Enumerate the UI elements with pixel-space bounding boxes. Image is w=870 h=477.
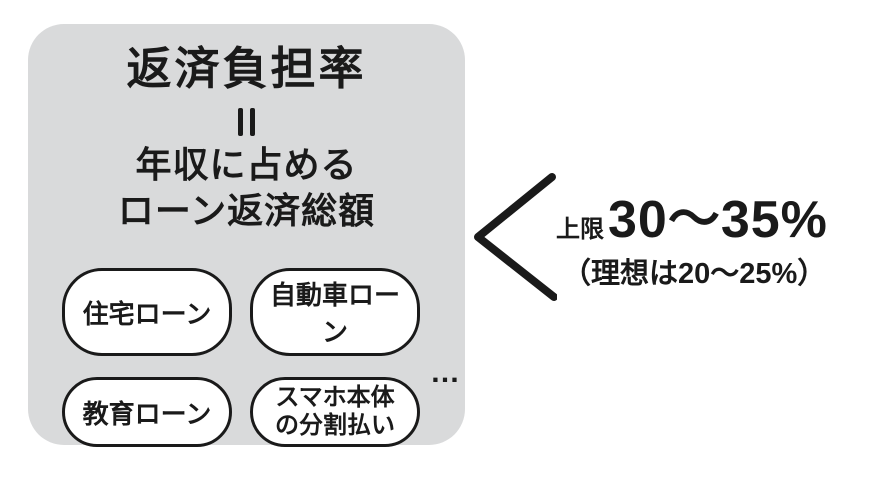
loan-pill-smartphone: スマホ本体 の分割払い bbox=[250, 377, 420, 448]
limit-value: 30～35% bbox=[608, 191, 828, 249]
loan-pill-education: 教育ローン bbox=[62, 377, 232, 448]
angle-bracket-left-icon bbox=[474, 173, 557, 301]
limit-label: 上限 bbox=[556, 216, 604, 243]
formula-text: 年収に占める ローン返済総額 bbox=[28, 142, 465, 234]
limit-line: 上限 30～35% bbox=[556, 194, 828, 246]
loan-pill-label-line2: の分割払い bbox=[275, 412, 395, 440]
loan-pill-label: 住宅ローン bbox=[82, 298, 212, 329]
formula-line-2: ローン返済総額 bbox=[117, 190, 376, 232]
loan-pill-label-line1: スマホ本体 bbox=[275, 384, 395, 411]
more-loans-ellipsis: … bbox=[430, 356, 462, 389]
ideal-note: （理想は20～25%） bbox=[562, 258, 827, 290]
repayment-ratio-panel: 返済負担率 年収に占める ローン返済総額 住宅ローン 自動車ローン 教育ローン … bbox=[28, 24, 465, 448]
equals-bar-left bbox=[238, 108, 243, 136]
formula-line-1: 年収に占める bbox=[135, 144, 358, 185]
loan-pill-housing: 住宅ローン bbox=[62, 268, 232, 356]
panel-title: 返済負担率 bbox=[126, 43, 367, 94]
loan-pill-label: 教育ローン bbox=[82, 398, 212, 429]
loan-pill-car: 自動車ローン bbox=[250, 268, 420, 356]
equals-bar-right bbox=[250, 108, 255, 136]
loan-pill-label: 自動車ローン bbox=[269, 280, 400, 347]
loan-pill-grid: 住宅ローン 自動車ローン 教育ローン スマホ本体 の分割払い bbox=[62, 268, 420, 448]
equals-icon bbox=[28, 108, 465, 136]
